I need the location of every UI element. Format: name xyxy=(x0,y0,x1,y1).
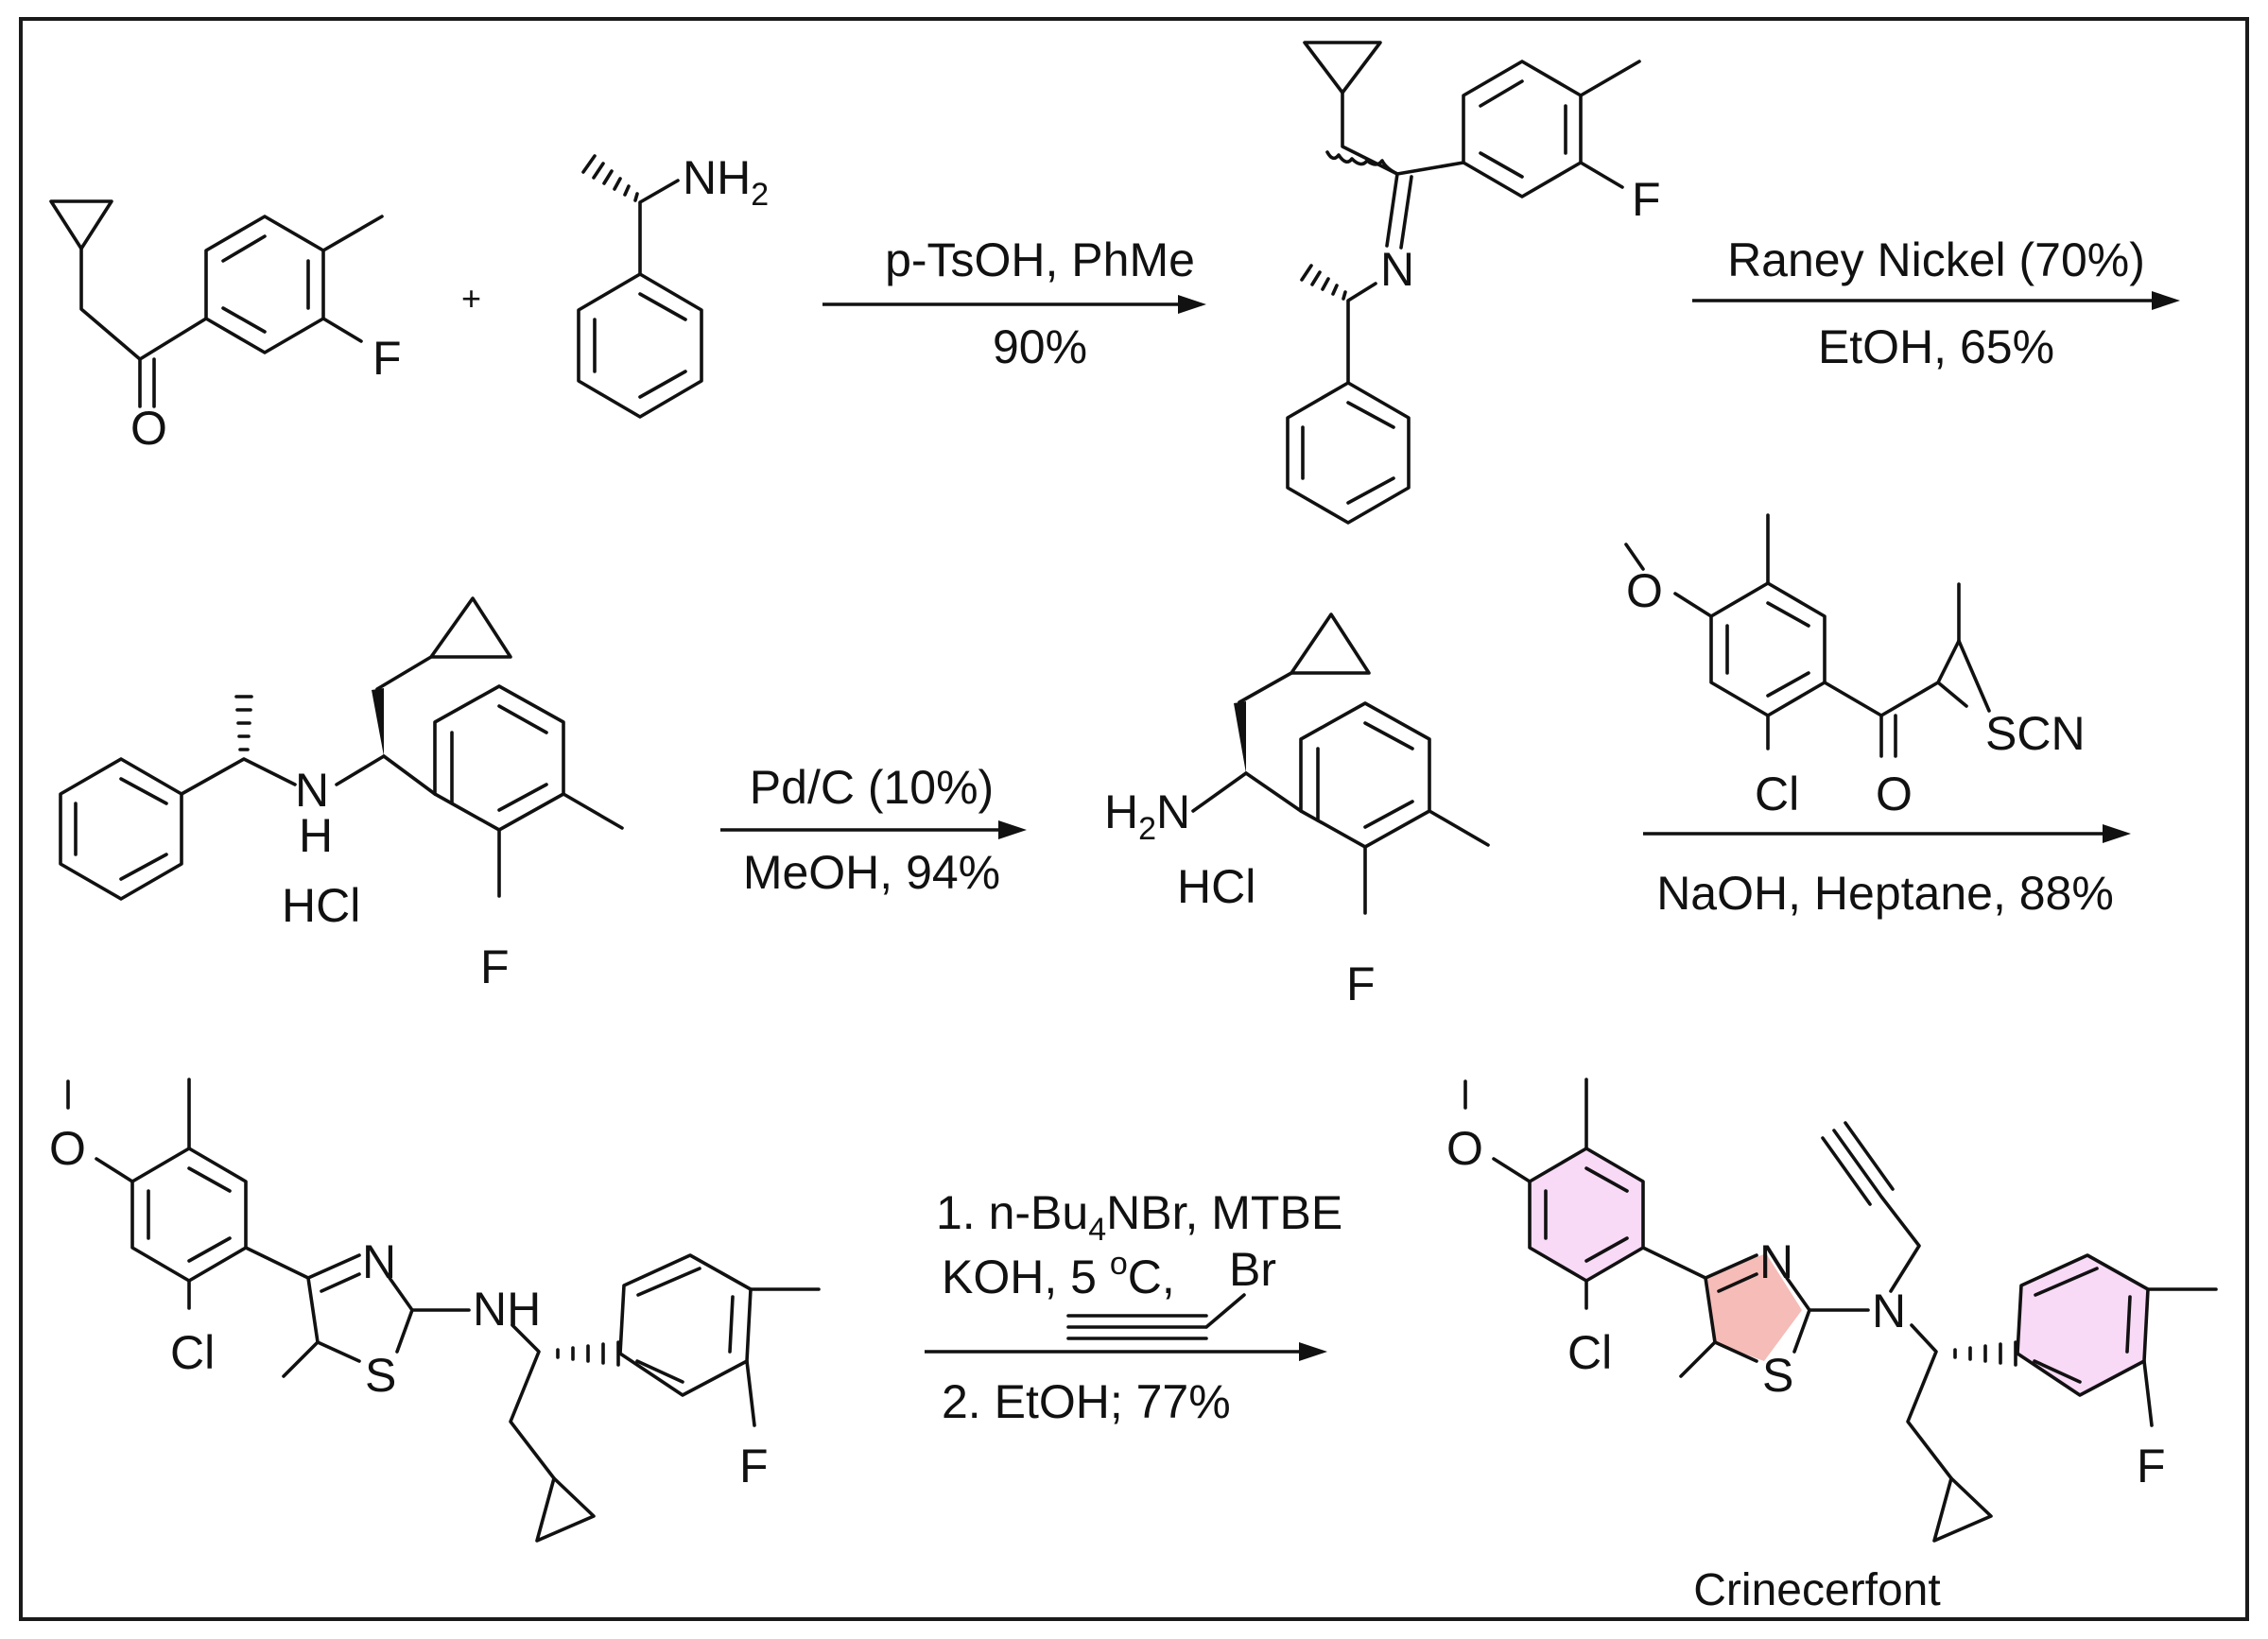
starting-ketone: O F xyxy=(49,199,402,455)
sec-amine-hcl-label: HCl xyxy=(282,879,360,932)
thiazole-nh-label: NH xyxy=(473,1283,541,1336)
step2-conditions-above: Raney Nickel (70%) xyxy=(1727,233,2145,286)
product-s-label: S xyxy=(1762,1349,1793,1402)
step5-line1: 1. n-Bu4NBr, MTBE xyxy=(936,1186,1342,1248)
product-f-label: F xyxy=(2137,1440,2166,1492)
product-cl-label: Cl xyxy=(1567,1326,1612,1379)
thiazole-methoxy-o-label: O xyxy=(49,1122,86,1175)
step2-conditions-below: EtOH, 65% xyxy=(1818,320,2054,373)
aryl-highlight-left xyxy=(1530,1148,1643,1281)
aminothiazole-intermediate: O Cl N S NH F xyxy=(49,1078,821,1543)
sec-amine-h-label: H xyxy=(299,809,333,862)
arrow-step2: Raney Nickel (70%) EtOH, 65% xyxy=(1692,233,2180,373)
prim-amine-hcl-label: HCl xyxy=(1177,860,1255,913)
thiazole-highlight xyxy=(1705,1253,1802,1361)
imine-nitrogen-label: N xyxy=(1380,243,1414,296)
prim-amine-label: H2N xyxy=(1104,785,1190,847)
plus-sign: + xyxy=(461,279,481,318)
step1-conditions-below: 90% xyxy=(993,320,1087,373)
step3-conditions-above: Pd/C (10%) xyxy=(750,761,994,814)
thiazole-cl-label: Cl xyxy=(170,1326,215,1379)
imine-fluorine-label: F xyxy=(1632,173,1661,226)
reagent-scn-label: SCN xyxy=(1985,707,2086,760)
step1-conditions-above: p-TsOH, PhMe xyxy=(885,233,1195,286)
product-name: Crinecerfont xyxy=(1693,1565,1940,1615)
step5-line2: KOH, 5 oC, xyxy=(942,1246,1175,1303)
secondary-amine-hcl: N H F HCl xyxy=(59,596,624,993)
arrow-step4: NaOH, Heptane, 88% xyxy=(1643,824,2131,920)
step5-conditions-below: 2. EtOH; 77% xyxy=(942,1375,1231,1428)
propargyl-bromide: Br xyxy=(1066,1243,1276,1340)
thiazole-s-label: S xyxy=(365,1349,396,1402)
imine-intermediate: F N xyxy=(1286,41,1661,525)
phenylethylamine: NH2 xyxy=(577,151,769,419)
reagent-cl-label: Cl xyxy=(1755,768,1799,820)
ketone-oxygen-label: O xyxy=(130,402,167,455)
amine-nh2-label: NH2 xyxy=(683,151,769,213)
product-methoxy-o-label: O xyxy=(1446,1122,1483,1175)
prim-amine-f-label: F xyxy=(1346,958,1376,1010)
step3-conditions-below: MeOH, 94% xyxy=(743,846,1000,899)
sec-amine-n-label: N xyxy=(295,764,329,817)
ketone-fluorine-label: F xyxy=(372,332,402,385)
thiazole-f-label: F xyxy=(739,1440,769,1492)
reagent-carbonyl-o-label: O xyxy=(1876,768,1913,820)
product-amine-n-label: N xyxy=(1872,1285,1906,1337)
crinecerfont-product: O Cl N S N F Crinecerfont xyxy=(1446,1078,2218,1615)
step4-conditions-below: NaOH, Heptane, 88% xyxy=(1656,867,2114,920)
arrow-step1: p-TsOH, PhMe 90% xyxy=(822,233,1206,373)
scheme-frame xyxy=(19,17,2249,1621)
arrow-step5: 1. n-Bu4NBr, MTBE KOH, 5 oC, Br 2. EtOH;… xyxy=(925,1186,1342,1428)
arrow-step3: Pd/C (10%) MeOH, 94% xyxy=(720,761,1027,899)
reagent-methoxy-o-label: O xyxy=(1626,564,1663,617)
propargyl-br-label: Br xyxy=(1229,1243,1276,1296)
sec-amine-f-label: F xyxy=(480,940,510,993)
thiocyanato-ketone-reagent: O Cl O SCN xyxy=(1624,513,2086,820)
primary-amine-hcl: H2N F HCl xyxy=(1104,612,1490,1010)
